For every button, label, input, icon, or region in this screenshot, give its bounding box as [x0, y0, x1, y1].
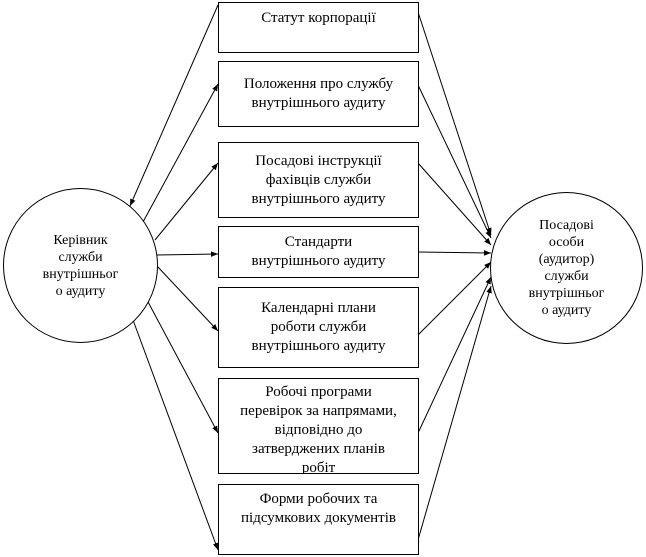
arrow-left-to-regulation	[142, 83, 219, 223]
doc-box-standards-label: Стандарти внутрішнього аудиту	[251, 234, 386, 269]
doc-box-instructions: Посадові інструкції фахівців служби внут…	[218, 142, 419, 218]
arrow-standards-to-right	[417, 250, 492, 256]
arrow-charter-to-left	[129, 4, 219, 207]
audit-staff-label: Посадові особи (аудитор) служби внутрішн…	[528, 218, 605, 318]
arrow-instructions-to-right	[417, 162, 492, 246]
doc-box-charter: Статут корпорації	[218, 2, 419, 53]
doc-box-programs-label: Робочі програми перевірок за напрямами, …	[240, 384, 397, 474]
arrow-left-to-programs	[146, 299, 219, 434]
arrow-regulation-to-right	[417, 84, 492, 239]
doc-box-forms: Форми робочих та підсумкових документів	[218, 484, 419, 555]
doc-box-forms-label: Форми робочих та підсумкових документів	[241, 491, 396, 526]
arrow-left-to-forms	[132, 319, 219, 551]
arrow-left-to-standards	[156, 251, 219, 257]
doc-box-calendar: Календарні плани роботи служби внутрішнь…	[218, 287, 419, 368]
doc-box-programs: Робочі програми перевірок за напрямами, …	[218, 378, 419, 474]
doc-box-calendar-label: Календарні плани роботи служби внутрішнь…	[251, 300, 386, 354]
doc-box-standards: Стандарти внутрішнього аудиту	[218, 226, 419, 278]
audit-staff-node: Посадові особи (аудитор) служби внутрішн…	[490, 192, 643, 344]
head-of-audit-node: Керівник служби внутрішньог о аудиту	[3, 188, 158, 343]
arrow-calendar-to-right	[417, 261, 492, 336]
arrow-programs-to-right	[417, 276, 492, 434]
doc-box-regulation: Положення про службу внутрішнього аудиту	[218, 61, 419, 127]
arrow-left-to-instructions	[154, 162, 219, 241]
arrow-forms-to-right	[417, 285, 492, 541]
head-of-audit-label: Керівник служби внутрішньог о аудиту	[42, 232, 119, 299]
arrow-charter-to-right	[417, 11, 492, 236]
arrow-left-to-calendar	[156, 265, 219, 332]
doc-box-regulation-label: Положення про службу внутрішнього аудиту	[243, 76, 394, 111]
doc-box-instructions-label: Посадові інструкції фахівців служби внут…	[251, 152, 386, 207]
doc-box-charter-label: Статут корпорації	[261, 10, 376, 26]
